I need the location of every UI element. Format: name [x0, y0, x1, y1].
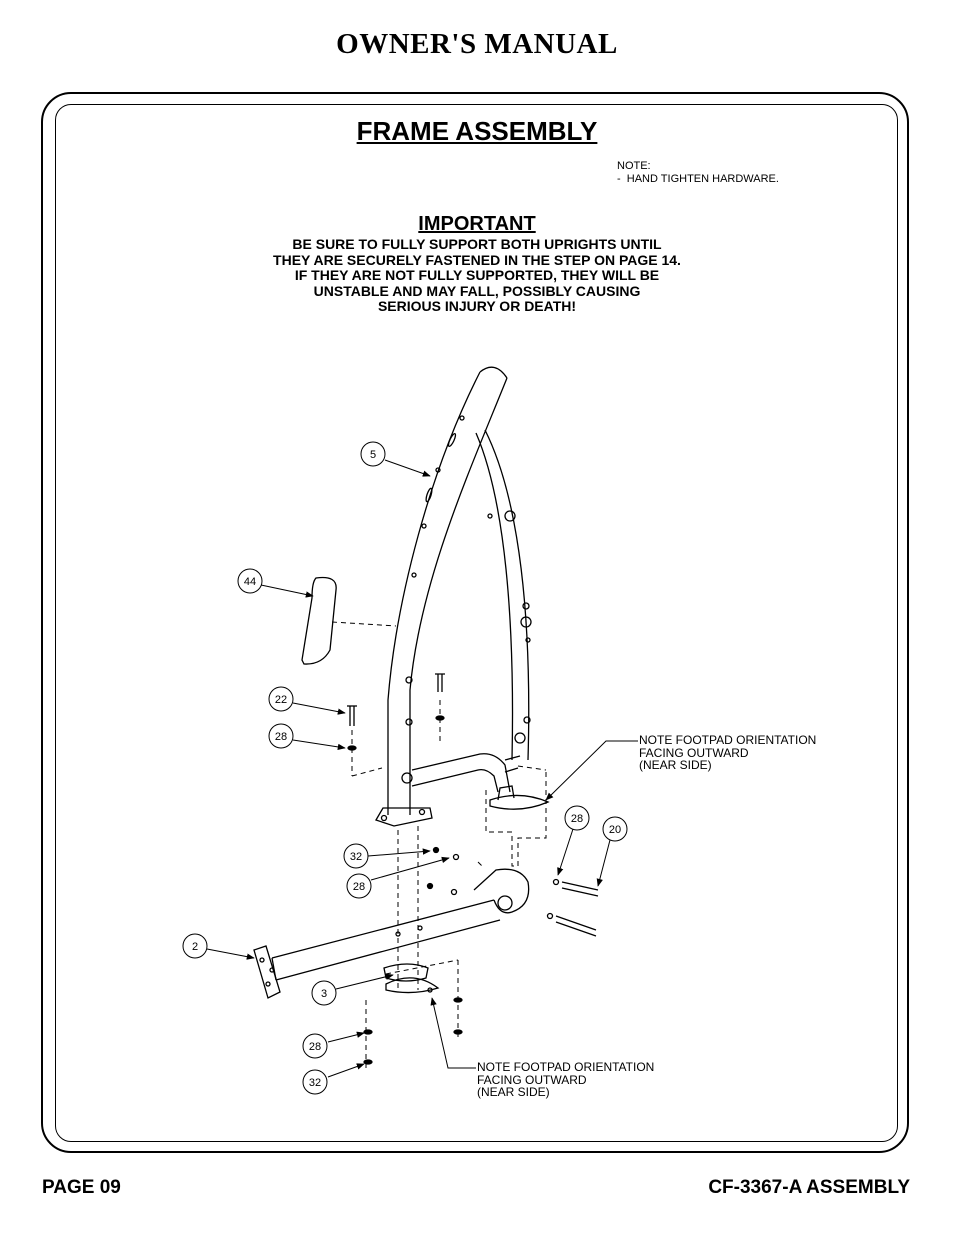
callout-line: (NEAR SIDE)	[639, 758, 712, 772]
note-label: NOTE:	[617, 160, 651, 172]
part-bubble: 3	[311, 980, 337, 1006]
part-number: 5	[370, 449, 376, 461]
part-number: 3	[321, 988, 327, 1000]
part-number: 44	[244, 576, 256, 588]
callout-line: FACING OUTWARD	[639, 745, 749, 760]
lower-footpad	[383, 963, 440, 994]
outer-border	[41, 92, 909, 1153]
page-number: PAGE 09	[42, 1177, 121, 1198]
callout-line: NOTE FOOTPAD ORIENTATION	[477, 1060, 655, 1074]
part-bubble: 32	[343, 843, 369, 869]
manual-title: OWNER'S MANUAL	[336, 28, 618, 60]
part-bubble: 20	[602, 816, 628, 842]
part-number: 28	[275, 731, 287, 743]
part-bubble: 32	[302, 1069, 328, 1095]
part-number: 32	[309, 1077, 321, 1089]
part-number: 32	[350, 851, 362, 863]
part-bubble: 28	[346, 873, 372, 899]
warning-line: IF THEY ARE NOT FULLY SUPPORTED, THEY WI…	[294, 267, 660, 283]
part-bubble: 28	[564, 805, 590, 831]
alignment-lines	[331, 621, 547, 1070]
callout-line: (NEAR SIDE)	[477, 1085, 550, 1099]
inner-border	[55, 104, 898, 1142]
callout-line: FACING OUTWARD	[477, 1072, 587, 1087]
warning-text: BE SURE TO FULLY SUPPORT BOTH UPRIGHTS U…	[0, 236, 954, 315]
leader-lines	[206, 459, 638, 1078]
part-number: 20	[609, 824, 621, 836]
part-bubble: 28	[302, 1033, 328, 1059]
part-number: 28	[309, 1041, 321, 1053]
warning-line: SERIOUS INJURY OR DEATH!	[377, 298, 577, 314]
callout-line: NOTE FOOTPAD ORIENTATION	[639, 733, 817, 747]
section-title: FRAME ASSEMBLY	[356, 116, 598, 146]
part-bubble: 5	[360, 441, 386, 467]
model-number: CF-3367-A ASSEMBLY	[708, 1177, 910, 1198]
foot-pad	[301, 576, 337, 665]
base-beam	[253, 868, 530, 999]
part-number: 28	[571, 813, 583, 825]
part-bubble: 44	[237, 568, 263, 594]
part-number: 28	[353, 881, 365, 893]
note-line: - HAND TIGHTEN HARDWARE.	[617, 173, 779, 185]
important-heading: IMPORTANT	[418, 213, 536, 235]
part-bubble: 28	[268, 723, 294, 749]
part-bubble: 22	[268, 686, 294, 712]
note-block: NOTE:- HAND TIGHTEN HARDWARE.	[617, 160, 779, 186]
warning-line: THEY ARE SECURELY FASTENED IN THE STEP O…	[273, 251, 681, 268]
part-number: 22	[275, 694, 287, 706]
part-number: 2	[192, 941, 198, 953]
part-callouts: 5 44 22 28 28 20 32 28 2 3 28 32	[182, 441, 628, 1095]
warning-line: BE SURE TO FULLY SUPPORT BOTH UPRIGHTS U…	[292, 236, 662, 252]
upright-frame	[375, 366, 550, 827]
warning-line: UNSTABLE AND MAY FALL, POSSIBLY CAUSING	[313, 282, 641, 299]
part-bubble: 2	[182, 933, 208, 959]
